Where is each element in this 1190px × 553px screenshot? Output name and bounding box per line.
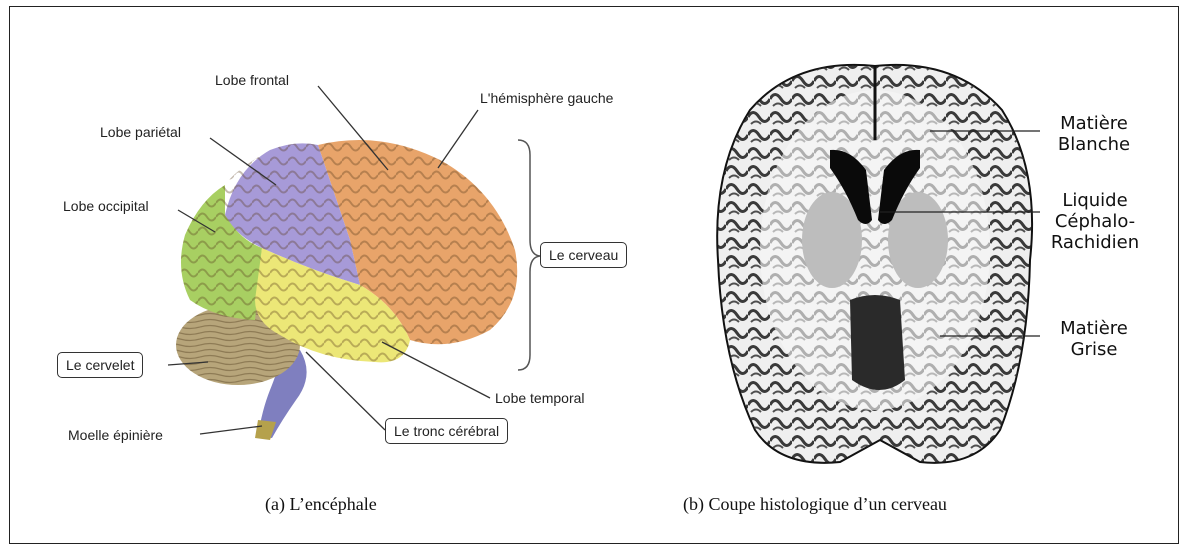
caption-b: (b) Coupe histologique d’un cerveau [683,494,947,515]
label-matiere-grise: Matière Grise [1044,318,1144,360]
brain-lateral-view [168,86,540,440]
label-le-cerveau: Le cerveau [540,242,627,268]
label-le-cervelet: Le cervelet [57,352,143,378]
caption-a: (a) L’encéphale [265,494,377,515]
label-matiere-blanche: Matière Blanche [1044,113,1144,155]
label-lobe-parietal: Lobe pariétal [100,124,181,140]
label-lobe-temporal: Lobe temporal [495,390,585,406]
label-liquide-cephalo-rachidien: Liquide Céphalo- Rachidien [1040,190,1150,253]
spinal-cord [255,420,276,440]
label-hemisphere-gauche: L'hémisphère gauche [480,90,613,106]
label-moelle-epiniere: Moelle épinière [68,427,163,443]
label-lobe-occipital: Lobe occipital [63,198,149,214]
label-tronc-cerebral: Le tronc cérébral [385,418,508,444]
label-lobe-frontal: Lobe frontal [215,72,289,88]
cerveau-bracket [518,140,540,370]
brain-histology-slice [717,65,1040,463]
